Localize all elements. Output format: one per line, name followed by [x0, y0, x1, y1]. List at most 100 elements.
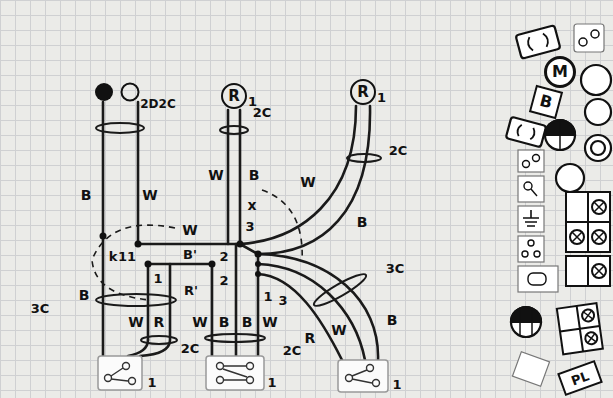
wire-label: B — [387, 313, 398, 327]
wire-label: B — [79, 288, 90, 302]
wire-label: 2C — [283, 344, 302, 357]
breaker-grid — [557, 303, 603, 354]
wire-label: B — [242, 315, 253, 329]
wire-label: B — [357, 215, 368, 229]
wire-label: 2 — [219, 250, 228, 263]
breaker-grid — [566, 192, 610, 286]
wire-label: 3 — [245, 220, 254, 233]
node-text: PL — [569, 369, 590, 387]
pl-magnet: PL — [557, 360, 603, 396]
wire-label: 1 — [153, 272, 162, 285]
wire — [240, 106, 356, 244]
wire — [258, 254, 378, 360]
wire — [240, 106, 370, 254]
wire-label: 3 — [278, 294, 287, 307]
ring-magnet — [591, 141, 605, 155]
wire — [227, 110, 230, 244]
half-circle-magnet — [545, 120, 575, 150]
wire-label: B — [81, 188, 92, 202]
wire — [235, 244, 238, 356]
wire-label: B' — [183, 248, 197, 261]
wire-label: 2C — [389, 144, 408, 157]
wire — [137, 102, 140, 244]
junction-dot — [237, 241, 244, 248]
contact-tile — [518, 150, 558, 292]
round-magnet — [556, 164, 584, 192]
wire-label: W — [142, 188, 157, 202]
wire-label: R — [305, 331, 316, 345]
node-text: R — [357, 85, 369, 100]
wire-label: W — [331, 323, 346, 337]
wire-label: 2 — [219, 274, 228, 287]
bracket-tile — [506, 117, 546, 148]
contact-tile — [574, 24, 604, 52]
node-text: M — [552, 64, 568, 80]
junction-dot — [255, 251, 262, 258]
wire-label: B — [219, 315, 230, 329]
wire-label: 1 — [147, 376, 156, 389]
wire-label: W — [182, 223, 197, 237]
device-box — [98, 356, 142, 390]
wire-label: x — [247, 198, 256, 212]
bracket-tile — [516, 25, 561, 59]
cable-loop — [220, 126, 248, 134]
wire-label: B — [249, 168, 260, 182]
wire-label: 2C — [253, 106, 272, 119]
device-box — [338, 360, 388, 392]
cable-loop — [311, 270, 369, 310]
round-magnet — [581, 65, 611, 95]
cable-loop — [96, 123, 144, 133]
b-magnet: B — [529, 85, 563, 119]
wire — [138, 243, 240, 246]
wire — [148, 264, 212, 356]
cable-loop — [141, 336, 177, 344]
wire-label: 2C — [181, 342, 200, 355]
junction-dot — [100, 233, 107, 240]
r-circle: R1 — [350, 79, 376, 105]
wire — [258, 274, 342, 360]
wire-label: 1 — [267, 376, 276, 389]
m-magnet: M — [544, 56, 576, 88]
junction-dot — [145, 261, 152, 268]
dashed-region — [262, 190, 302, 262]
wire — [102, 102, 105, 356]
device-icon — [346, 365, 380, 387]
wire-label: W — [300, 175, 315, 189]
wire-label: 3C — [386, 262, 405, 275]
wire-label: W — [262, 315, 277, 329]
wire-label: 3C — [31, 302, 50, 315]
device-icon — [217, 363, 254, 384]
cable-loop — [205, 334, 265, 342]
wire-label: 1 — [263, 290, 272, 303]
ring-magnet — [585, 135, 611, 161]
junction-dot — [255, 271, 261, 277]
node-subscript: 1 — [377, 90, 386, 105]
r-circle: R1 — [221, 83, 247, 109]
dashed-region — [92, 225, 175, 300]
junction-dot — [209, 261, 216, 268]
switch-symbol — [122, 84, 139, 101]
half-circle-magnet — [511, 307, 541, 337]
round-magnet — [585, 99, 611, 125]
device-box — [206, 356, 264, 390]
wire-label: W — [208, 168, 223, 182]
node-text: R — [228, 89, 240, 104]
node-text: B — [538, 93, 554, 112]
wire-label: 1 — [392, 378, 401, 391]
wire — [239, 110, 242, 244]
junction-dot — [255, 261, 261, 267]
wire-label: 11 — [118, 250, 136, 263]
wire-label: k — [109, 250, 118, 263]
cable-loop — [347, 154, 381, 162]
wire-label: W — [192, 315, 207, 329]
wire-label: R' — [184, 284, 198, 297]
junction-dot — [135, 241, 142, 248]
switch-symbol — [95, 83, 113, 101]
wire-label: W — [128, 315, 143, 329]
device-icon — [105, 363, 136, 385]
cable-loop — [96, 294, 176, 306]
blank-tile — [512, 352, 549, 387]
wire-label: 2D2C — [140, 98, 175, 110]
wire-label: R — [154, 315, 165, 329]
